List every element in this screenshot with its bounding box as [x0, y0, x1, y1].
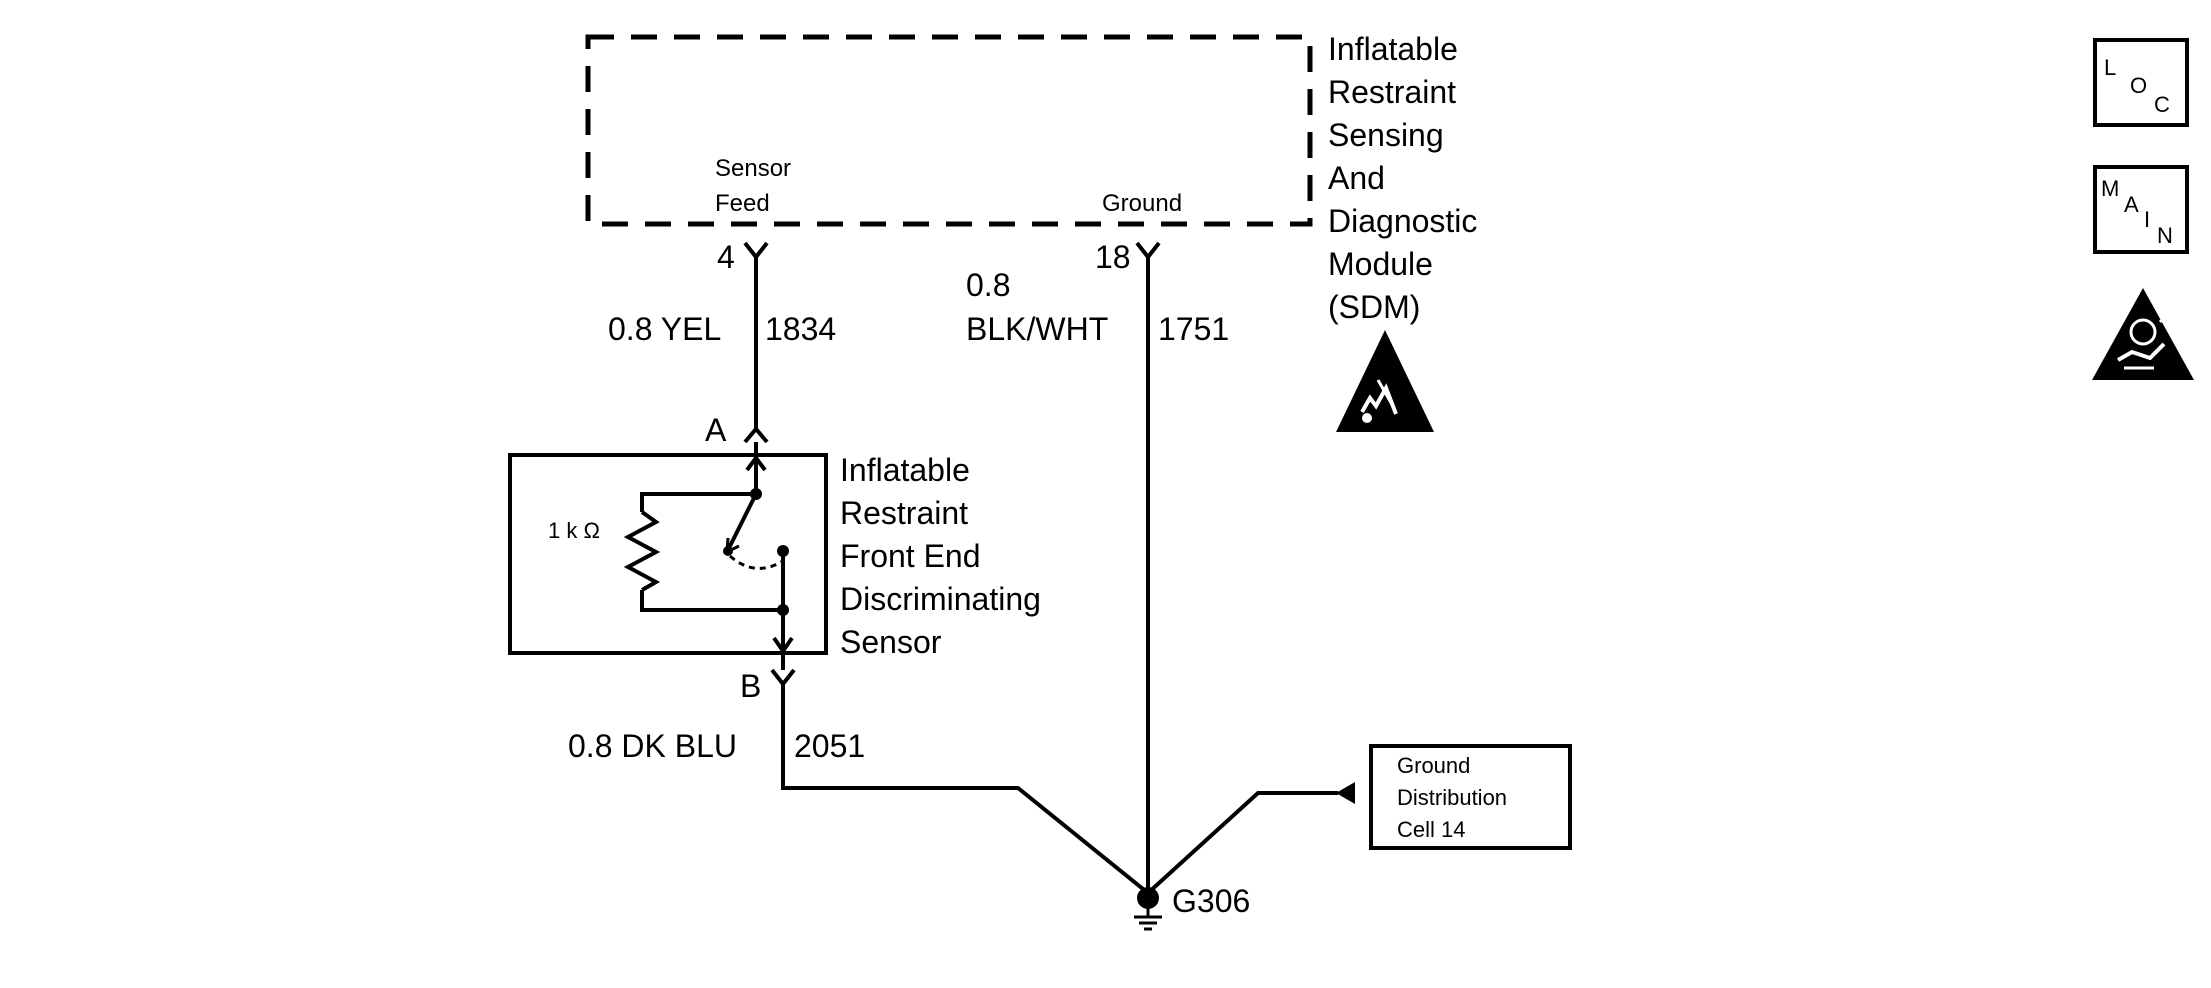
loc-icon[interactable]: L O C — [2093, 38, 2189, 127]
wire-ground-distribution — [1146, 791, 1338, 895]
sensor-pin-b-connector — [770, 668, 796, 688]
main-letter-a: A — [2124, 192, 2139, 217]
sdm-pin-18-label: 18 — [1095, 239, 1131, 275]
sensor-box — [508, 453, 828, 655]
wire-1751-color: BLK/WHT — [966, 311, 1108, 347]
sdm-pin-4-label: 4 — [717, 239, 735, 275]
resistor-value-label: 1 k Ω — [548, 518, 600, 543]
ground-distribution-line-1: Ground — [1397, 753, 1470, 778]
sensor-feed-label-2: Feed — [715, 190, 770, 217]
wire-2051-circuit: 2051 — [794, 728, 865, 764]
wire-2051-gauge-color: 0.8 DK BLU — [568, 728, 737, 764]
ground-distribution-line-3: Cell 14 — [1397, 817, 1465, 842]
sensor-label-line-5: Sensor — [840, 624, 942, 660]
ground-distribution-arrow — [1336, 782, 1355, 804]
main-letter-m: M — [2101, 176, 2119, 201]
resistor-symbol — [623, 510, 661, 592]
sdm-label-line-3: Sensing — [1328, 117, 1444, 153]
sensor-label-line-2: Restraint — [840, 495, 968, 531]
main-icon[interactable]: M A I N — [2093, 165, 2189, 254]
main-letter-i: I — [2144, 207, 2150, 232]
sdm-label-line-2: Restraint — [1328, 74, 1456, 110]
switch-arm — [726, 493, 758, 551]
ground-point-label: G306 — [1172, 883, 1250, 919]
sensor-label-line-4: Discriminating — [840, 581, 1041, 617]
sdm-label-line-7: (SDM) — [1328, 289, 1420, 325]
sdm-pin-4-connector — [743, 241, 769, 261]
sdm-label-line-5: Diagnostic — [1328, 203, 1477, 239]
sdm-label-line-4: And — [1328, 160, 1385, 196]
sdm-pin-18-connector — [1135, 241, 1161, 261]
ground-distribution-box[interactable] — [1369, 744, 1572, 850]
esd-sensitive-icon — [1336, 330, 1434, 432]
sensor-pin-a-label: A — [705, 412, 727, 448]
sensor-pin-b-label: B — [740, 668, 761, 704]
sdm-label-line-6: Module — [1328, 246, 1433, 282]
sensor-label-line-3: Front End — [840, 538, 981, 574]
ground-point-g306 — [1134, 887, 1162, 931]
ground-terminal-label: Ground — [1102, 190, 1182, 217]
wire-2051 — [781, 684, 1150, 895]
main-letter-n: N — [2157, 223, 2173, 248]
wire-1834-gauge-color: 0.8 YEL — [608, 311, 721, 347]
wire-1751-circuit: 1751 — [1158, 311, 1229, 347]
sdm-module-box — [585, 34, 1313, 227]
sdm-module-label: Inflatable Restraint Sensing And Diagnos… — [1328, 31, 1477, 325]
sensor-label-line-1: Inflatable — [840, 452, 970, 488]
loc-letter-o: O — [2130, 73, 2147, 98]
wire-1834-circuit: 1834 — [765, 311, 836, 347]
sdm-label-line-1: Inflatable — [1328, 31, 1458, 67]
airbag-warning-icon[interactable] — [2092, 288, 2194, 380]
sensor-feed-label-1: Sensor — [715, 155, 791, 182]
sensor-label: Inflatable Restraint Front End Discrimin… — [840, 452, 1041, 660]
wire-1751-gauge: 0.8 — [966, 267, 1010, 303]
ground-distribution-line-2: Distribution — [1397, 785, 1507, 810]
loc-letter-l: L — [2104, 55, 2116, 80]
sensor-pin-a-connector — [743, 425, 769, 444]
loc-letter-c: C — [2154, 92, 2170, 117]
sensor-internal-circuit: 1 k Ω — [548, 454, 794, 655]
